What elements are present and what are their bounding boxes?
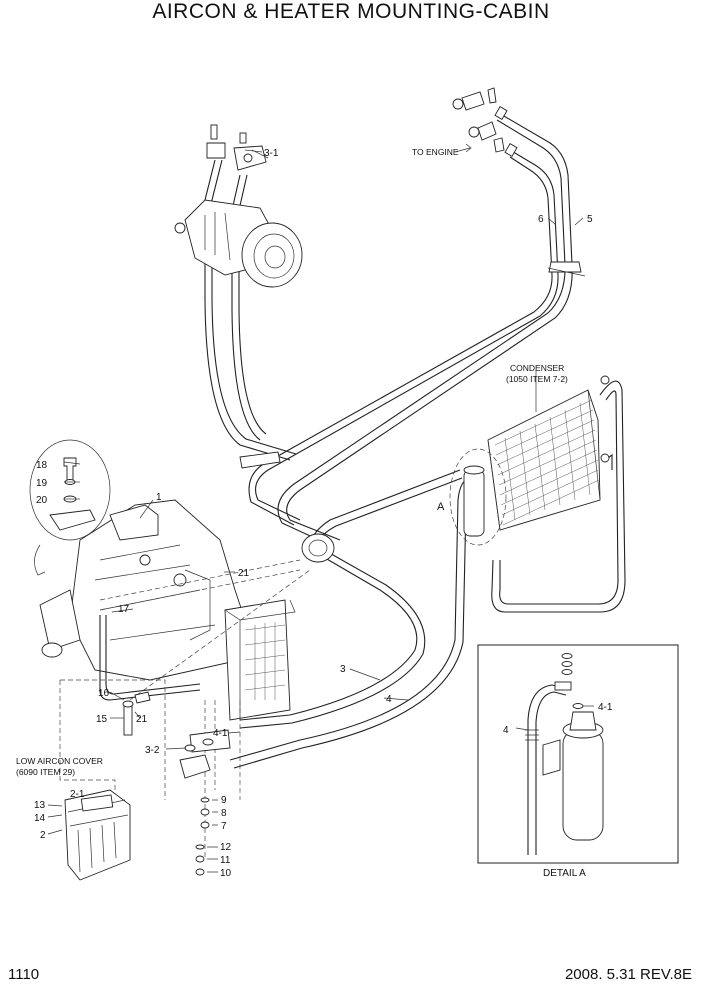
hose-4 xyxy=(229,477,471,761)
duct-outlet xyxy=(109,504,159,541)
callout-8: 8 xyxy=(221,808,227,819)
callout-5: 5 xyxy=(587,214,593,225)
fitting-3-1 xyxy=(206,124,269,171)
hose-3-4-group xyxy=(229,469,471,769)
to-engine-label: TO ENGINE xyxy=(412,147,459,157)
evaporator-grid xyxy=(244,622,286,700)
callout-2-1: 2-1 xyxy=(70,789,85,800)
page-number: 1110 xyxy=(8,966,40,983)
leader-lines xyxy=(47,149,594,873)
callout-15: 15 xyxy=(96,714,108,725)
side-duct xyxy=(39,589,81,651)
callout-21-upper: 21 xyxy=(238,568,250,579)
callout-17: 17 xyxy=(118,604,130,615)
callout-3: 3 xyxy=(340,664,346,675)
callout-20: 20 xyxy=(36,495,48,506)
callout-4-1: 4-1 xyxy=(213,728,228,739)
callout-3-2: 3-2 xyxy=(145,745,160,756)
callout-4-1-detail: 4-1 xyxy=(598,702,613,713)
callout-16: 16 xyxy=(98,688,110,699)
hose-5-6-group xyxy=(248,111,586,547)
callout-3-1: 3-1 xyxy=(264,148,279,159)
evaporator-box xyxy=(224,599,291,721)
detail-a-box xyxy=(477,644,679,864)
detail-bolt-set xyxy=(29,439,111,576)
low-aircon-cover xyxy=(64,789,131,881)
callout-7: 7 xyxy=(221,821,227,832)
hose-6 xyxy=(255,149,559,521)
compressor xyxy=(174,199,303,288)
compressor-pulley xyxy=(241,222,303,288)
callout-numbers: 1 2 2-1 3 3-1 3-2 4 4-1 4 4-1 5 6 7 8 9 … xyxy=(34,148,613,879)
receiver-drier-detail xyxy=(562,729,604,841)
callout-13: 13 xyxy=(34,800,46,811)
callout-14: 14 xyxy=(34,813,46,824)
low-cover-ref-label: (6090 ITEM 29) xyxy=(16,767,75,777)
drain-hose xyxy=(122,691,151,736)
engine-fittings xyxy=(452,87,518,157)
fitting-stack xyxy=(179,729,231,876)
callout-18: 18 xyxy=(36,460,48,471)
low-cover-label: LOW AIRCON COVER xyxy=(16,756,103,766)
revision-date: 2008. 5.31 REV.8E xyxy=(564,966,692,983)
condenser-ref-label: (1050 ITEM 7-2) xyxy=(506,374,568,384)
callout-1: 1 xyxy=(156,492,162,503)
hose-clamp xyxy=(548,261,582,273)
heater-unit xyxy=(39,499,311,721)
callout-4: 4 xyxy=(386,694,392,705)
clamp-lower xyxy=(239,451,281,469)
callout-12: 12 xyxy=(220,842,232,853)
page-title: AIRCON & HEATER MOUNTING-CABIN xyxy=(152,0,550,23)
hose-5 xyxy=(286,111,573,541)
callout-9: 9 xyxy=(221,795,227,806)
detail-a-marker: A xyxy=(437,501,445,513)
condenser xyxy=(487,375,626,613)
receiver-drier xyxy=(449,448,507,546)
condenser-label: CONDENSER xyxy=(510,363,564,373)
compressor-hoses xyxy=(204,159,297,469)
callout-10: 10 xyxy=(220,868,232,879)
callout-11: 11 xyxy=(220,855,231,866)
callout-6: 6 xyxy=(538,214,544,225)
hose-clamp-mid xyxy=(301,533,335,563)
callout-21-lower: 21 xyxy=(136,714,148,725)
callout-4-detail: 4 xyxy=(503,725,509,736)
detail-a-title: DETAIL A xyxy=(543,868,586,879)
callout-19: 19 xyxy=(36,478,48,489)
callout-2: 2 xyxy=(40,830,46,841)
